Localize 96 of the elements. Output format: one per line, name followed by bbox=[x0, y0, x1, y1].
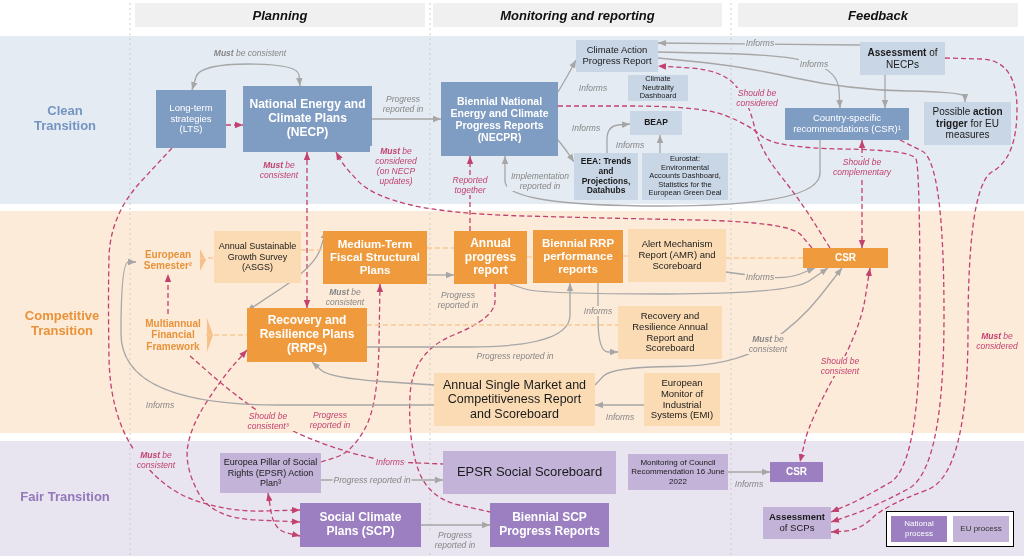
dashed-arrow bbox=[798, 267, 872, 463]
edge-label: Informs bbox=[614, 140, 646, 150]
process-box: Medium-Term Fiscal Structural Plans bbox=[323, 231, 427, 284]
edge-label: Must be consistent bbox=[212, 48, 288, 58]
edge-label: Informs bbox=[604, 412, 636, 422]
process-box: Annual Sustainable Growth Survey (ASGS) bbox=[214, 231, 301, 283]
process-box: Alert Mechanism Report (AMR) and Scoreboard bbox=[628, 229, 726, 282]
arrow bbox=[657, 57, 969, 103]
dashed-arrow bbox=[303, 151, 311, 309]
arrow bbox=[371, 115, 442, 123]
edge-label: Informs bbox=[577, 83, 609, 93]
legend-entry: National process bbox=[891, 516, 947, 542]
process-box: Climate Action Progress Report bbox=[576, 40, 658, 72]
dashed-line bbox=[199, 257, 215, 259]
column-header: Planning bbox=[135, 3, 425, 27]
edge-label: Informs bbox=[144, 400, 176, 410]
dashed-line bbox=[366, 324, 619, 326]
legend-entry: EU process bbox=[953, 516, 1009, 542]
process-box: Biennial RRP performance reports bbox=[533, 230, 623, 283]
arrow bbox=[311, 361, 435, 386]
process-box: BEAP bbox=[630, 111, 682, 135]
column-header: Feedback bbox=[738, 3, 1018, 27]
process-box: CSR bbox=[770, 462, 823, 482]
edge-label: Informs bbox=[744, 272, 776, 282]
dashed-arrow bbox=[466, 155, 474, 232]
edge-label: Informs bbox=[733, 479, 765, 489]
arrow bbox=[557, 59, 577, 93]
band-title: Clean Transition bbox=[32, 103, 98, 133]
edge-label: Should be considered bbox=[733, 88, 781, 108]
arrow bbox=[509, 267, 829, 295]
process-box: Assessment of SCPs bbox=[763, 507, 831, 539]
arrow bbox=[366, 282, 574, 348]
process-box: National Energy and Climate Plans (NECP) bbox=[243, 86, 372, 152]
process-box: Monitoring of Council Recommendation 16 June 2022 bbox=[628, 454, 728, 490]
dashed-line bbox=[300, 249, 324, 251]
arrow bbox=[501, 139, 821, 207]
arrow bbox=[881, 74, 889, 109]
process-box: Recovery and Resilience Annual Report and Scoreboard bbox=[618, 306, 722, 359]
arrow bbox=[420, 521, 491, 529]
process-box: Annual Single Market and Competitiveness Report and Scoreboard bbox=[434, 373, 595, 426]
edge-label: Progress reported in bbox=[475, 351, 555, 361]
dashed-arrow bbox=[335, 151, 813, 249]
dashed-arrow bbox=[186, 349, 301, 525]
process-box: Long-term strategies (LTS) bbox=[156, 90, 226, 148]
arrow bbox=[606, 121, 631, 154]
process-box: Possible action trigger for EU measures bbox=[924, 102, 1011, 145]
arrow bbox=[191, 63, 303, 91]
edge-label: Informs bbox=[744, 38, 776, 48]
swimlane-band bbox=[0, 211, 1024, 433]
dashed-arrow bbox=[830, 57, 1018, 535]
process-label: European Semester² bbox=[136, 246, 200, 274]
swimlane-band bbox=[0, 441, 1024, 556]
arrow bbox=[557, 139, 575, 163]
edge-label: Progress reported in bbox=[332, 475, 412, 485]
note-text: Informs bbox=[374, 457, 406, 467]
process-box: Biennial SCP Progress Reports bbox=[490, 503, 609, 547]
band-title: Fair Transition bbox=[20, 488, 110, 504]
dashed-arrow bbox=[266, 492, 301, 538]
arrow bbox=[120, 258, 435, 406]
edge-label: Must be considered bbox=[975, 331, 1019, 351]
swimlane-band bbox=[0, 36, 1024, 204]
dashed-arrow bbox=[830, 139, 945, 523]
process-box: Assessment of NECPs bbox=[860, 42, 945, 75]
dashed-arrow bbox=[225, 121, 244, 129]
edge-label: Informs bbox=[798, 59, 830, 69]
dashed-arrow bbox=[107, 147, 301, 514]
process-box: Country-specific recommendations (CSR)¹ bbox=[785, 108, 909, 140]
dashed-line bbox=[409, 283, 496, 513]
edge-label: Informs bbox=[570, 123, 602, 133]
dashed-line bbox=[725, 257, 804, 259]
process-box: European Monitor of Industrial Systems (EMI) bbox=[644, 373, 720, 426]
arrow bbox=[597, 282, 619, 356]
arrow bbox=[594, 401, 645, 409]
arrow bbox=[727, 468, 771, 476]
arrow bbox=[426, 271, 455, 279]
dashed-line bbox=[622, 255, 629, 257]
process-label: Multiannual Financial Framework bbox=[140, 314, 206, 356]
dashed-arrow bbox=[164, 273, 172, 315]
process-box: CSR bbox=[803, 248, 888, 268]
dashed-arrow bbox=[320, 283, 384, 463]
column-header: Monitoring and reporting bbox=[433, 3, 722, 27]
process-box: Recovery and Resilience Plans (RRPs) bbox=[247, 308, 367, 362]
process-box: Europea Pillar of Social Rights (EPSR) Action Plan³ bbox=[220, 453, 321, 493]
arrow bbox=[656, 134, 664, 154]
process-box: EPSR Social Scoreboard bbox=[443, 451, 616, 494]
process-box: Annual progress report bbox=[454, 231, 527, 284]
dashed-line bbox=[426, 247, 455, 249]
band-title: Competitive Transition bbox=[23, 308, 101, 338]
edge-label: Informs bbox=[582, 306, 614, 316]
dashed-arrow bbox=[657, 63, 831, 249]
process-box: EEA: Trends and Projections, Datahubs bbox=[574, 153, 638, 200]
process-box: Social Climate Plans (SCP) bbox=[300, 503, 421, 547]
process-box: Biennial National Energy and Climate Progress Reports (NECPR) bbox=[441, 82, 558, 156]
dashed-line bbox=[526, 256, 534, 258]
dashed-arrow bbox=[858, 139, 866, 249]
dashed-arrow bbox=[557, 105, 921, 513]
